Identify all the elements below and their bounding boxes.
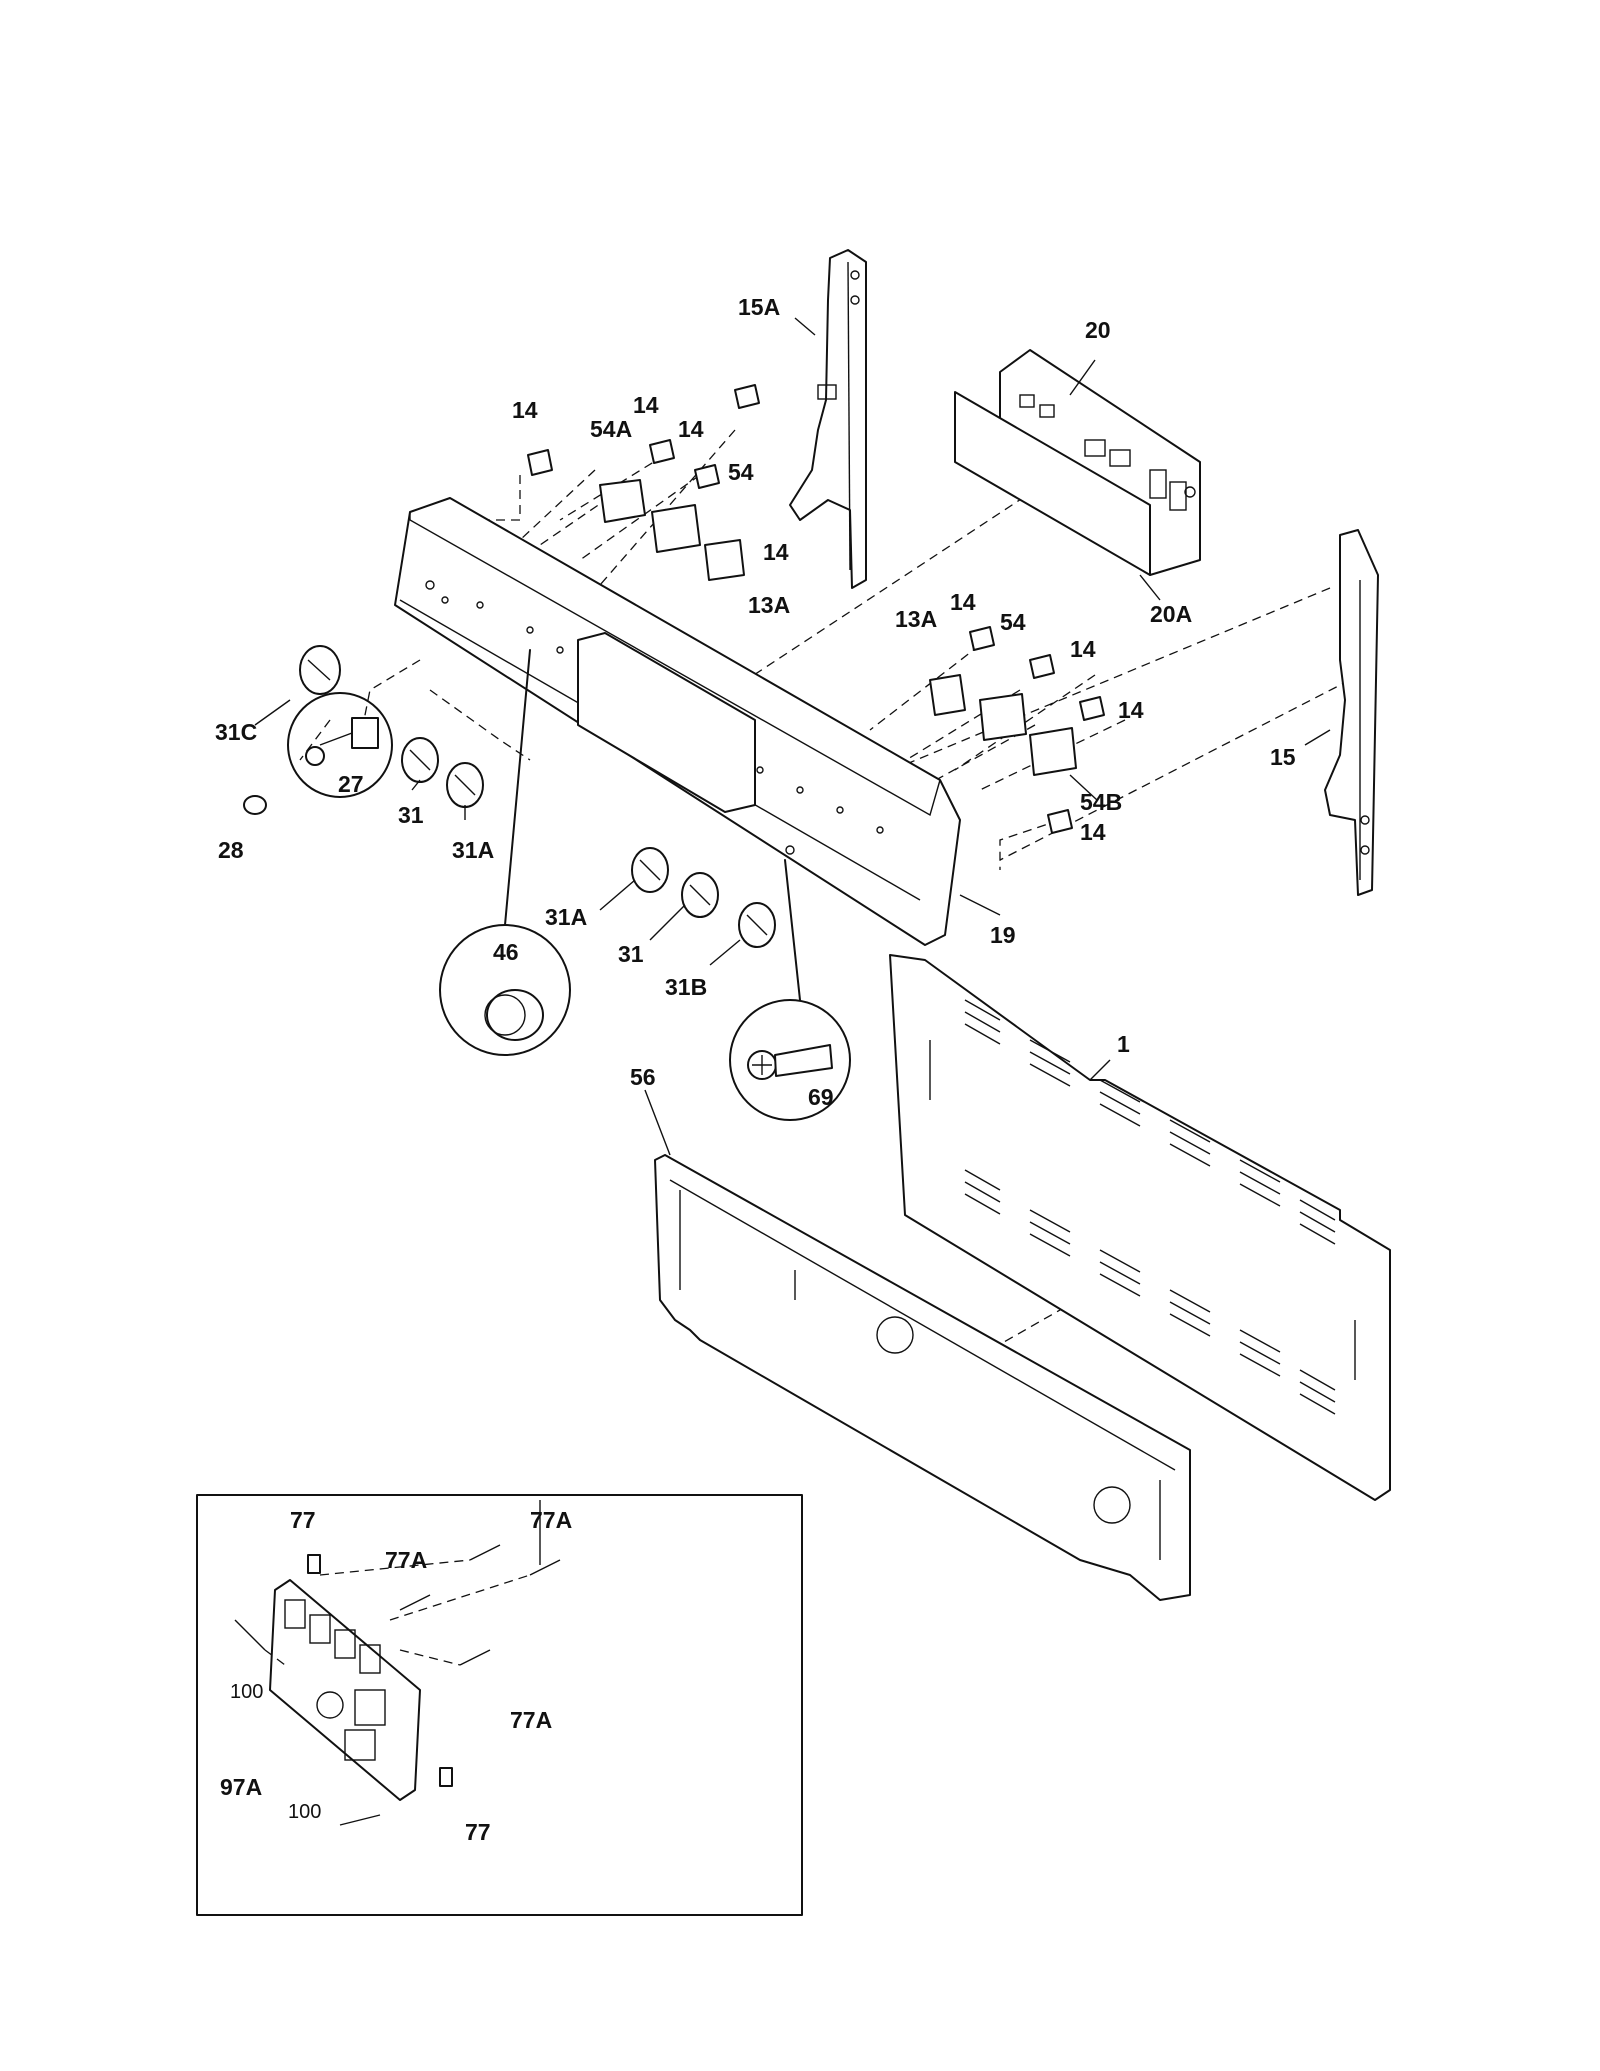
vent-slots (964, 999, 1336, 1415)
infinite-switches (527, 384, 1105, 834)
back-panel-1 (889, 954, 1391, 1501)
part-labels: 15A 20 20A 15 14 14 14 14 14 14 14 14 54… (215, 294, 1296, 1845)
label-14: 14 (1070, 636, 1096, 662)
label-77: 77 (465, 1819, 491, 1845)
detail-circle-46 (439, 649, 571, 1056)
label-31A: 31A (545, 904, 587, 930)
lower-back-panel-56 (654, 1154, 1191, 1601)
label-100: 100 (230, 1681, 263, 1703)
label-54B: 54B (1080, 789, 1122, 815)
label-77A: 77A (510, 1707, 552, 1733)
label-54: 54 (728, 459, 754, 485)
label-13A: 13A (895, 606, 937, 632)
label-31A: 31A (452, 837, 494, 863)
label-27: 27 (338, 771, 364, 797)
end-cap-bracket-15A (789, 249, 867, 589)
electronic-control-board-20 (954, 349, 1201, 576)
label-15A: 15A (738, 294, 780, 320)
label-31B: 31B (665, 974, 707, 1000)
label-77A: 77A (530, 1507, 572, 1533)
label-14: 14 (763, 539, 789, 565)
label-20: 20 (1085, 317, 1111, 343)
label-14: 14 (633, 392, 659, 418)
detail-circle-27 (287, 692, 393, 798)
control-knobs (299, 645, 776, 948)
label-28: 28 (218, 837, 244, 863)
label-56: 56 (630, 1064, 656, 1090)
label-31: 31 (398, 802, 424, 828)
end-cap-bracket-15 (1324, 529, 1379, 896)
detail-circle-69 (729, 859, 851, 1121)
label-13A: 13A (748, 592, 790, 618)
label-77: 77 (290, 1507, 316, 1533)
label-54: 54 (1000, 609, 1026, 635)
label-31: 31 (618, 941, 644, 967)
label-14: 14 (1080, 819, 1106, 845)
label-19: 19 (990, 922, 1016, 948)
label-14: 14 (678, 416, 704, 442)
label-100: 100 (288, 1801, 321, 1823)
label-54A: 54A (590, 416, 632, 442)
label-97A: 97A (220, 1774, 262, 1800)
label-14: 14 (950, 589, 976, 615)
label-69: 69 (808, 1084, 834, 1110)
label-14: 14 (1118, 697, 1144, 723)
leader-lines (254, 317, 1331, 1156)
label-20A: 20A (1150, 601, 1192, 627)
label-46: 46 (493, 939, 519, 965)
label-77A: 77A (385, 1547, 427, 1573)
control-panel-console-19 (394, 497, 961, 946)
label-31C: 31C (215, 719, 257, 745)
label-15: 15 (1270, 744, 1296, 770)
label-14: 14 (512, 397, 538, 423)
label-1: 1 (1117, 1031, 1130, 1057)
part-28-cap (243, 795, 267, 815)
inset-detail-box (196, 1494, 803, 1916)
